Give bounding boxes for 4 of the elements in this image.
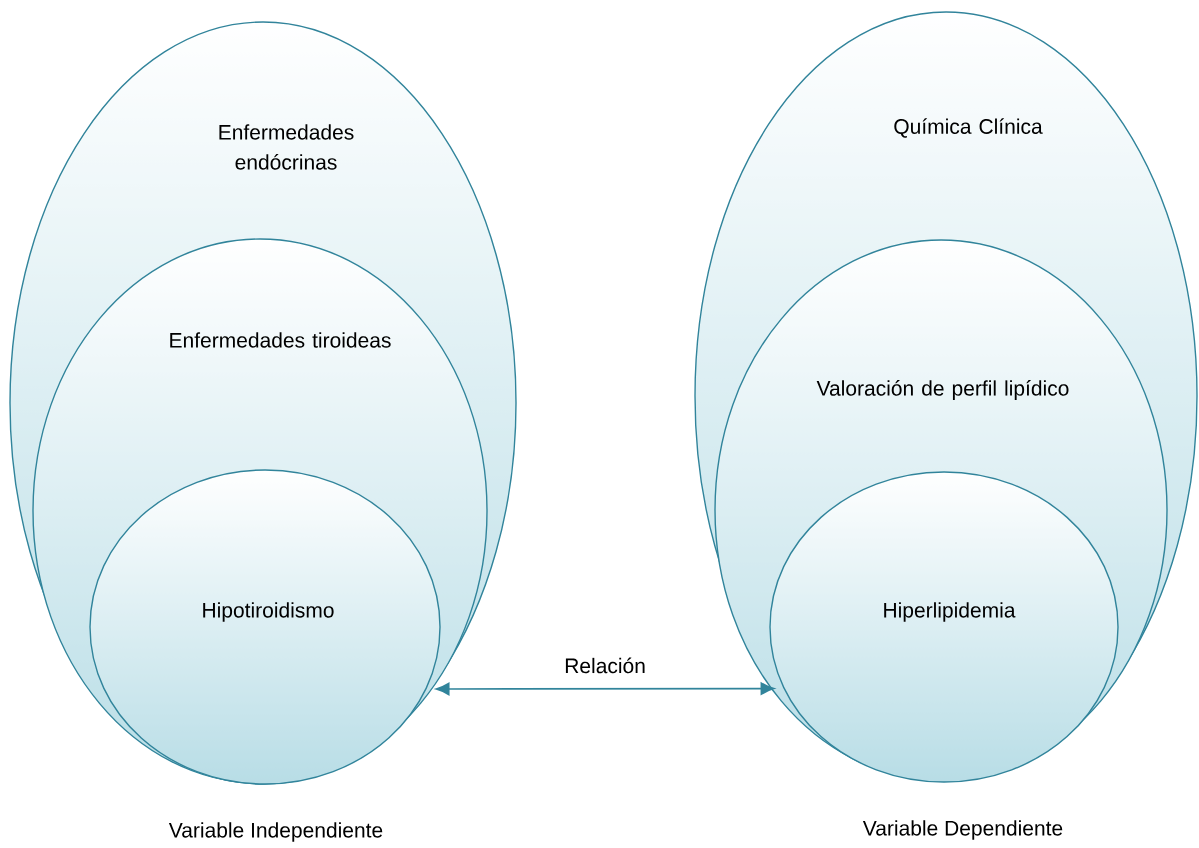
- edge-label: Relación: [565, 657, 645, 674]
- arrow: [435, 682, 775, 696]
- node-label: Variable Independiente: [168, 822, 383, 842]
- node-label: Variable Dependiente: [862, 820, 1063, 840]
